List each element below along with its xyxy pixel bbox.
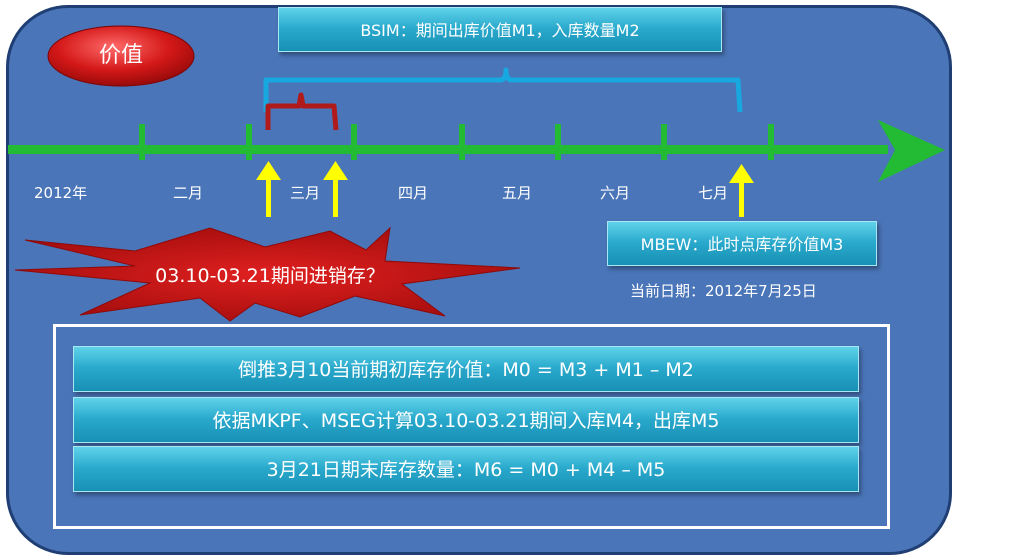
timeline-tick [768,124,774,160]
step-row: 依据MKPF、MSEG计算03.10-03.21期间入库M4，出库M5 [73,397,859,443]
current-date-label: 当前日期：2012年7月25日 [630,282,817,300]
step-row: 3月21日期末库存数量：M6 = M0 + M4 – M5 [73,446,859,492]
marker-arrow-0321 [323,161,348,217]
timeline-label-2012: 2012年 [34,184,88,202]
timeline-bar [8,145,888,154]
timeline-tick [555,124,561,160]
timeline-label-may: 五月 [502,184,533,202]
bsim-box: BSIM：期间出库价值M1，入库数量M2 [278,7,722,52]
value-badge [47,25,195,87]
timeline-tick [351,124,357,160]
question-label: 03.10-03.21期间进销存？ [155,265,385,287]
timeline-tick [246,124,252,160]
query-period-brace [265,92,339,131]
marker-arrow-0725 [729,164,754,217]
timeline-label-apr: 四月 [398,184,429,202]
question-burst [14,226,521,322]
timeline-label-jul: 七月 [698,184,729,202]
timeline-tick [661,124,667,160]
timeline-arrowhead [878,120,945,182]
timeline [8,120,945,182]
marker-arrow-0310 [256,161,281,217]
formula-frame [53,324,890,529]
timeline-label-feb: 二月 [173,184,204,202]
timeline-tick [459,124,465,160]
bsim-period-brace [263,67,743,113]
value-badge-label: 价值 [98,43,143,68]
step-row: 倒推3月10当前期初库存价值：M0 = M3 + M1 – M2 [73,346,859,392]
timeline-label-mar: 三月 [290,184,321,202]
mbew-box: MBEW：此时点库存价值M3 [607,221,877,266]
timeline-tick [139,124,145,160]
timeline-label-jun: 六月 [600,184,631,202]
